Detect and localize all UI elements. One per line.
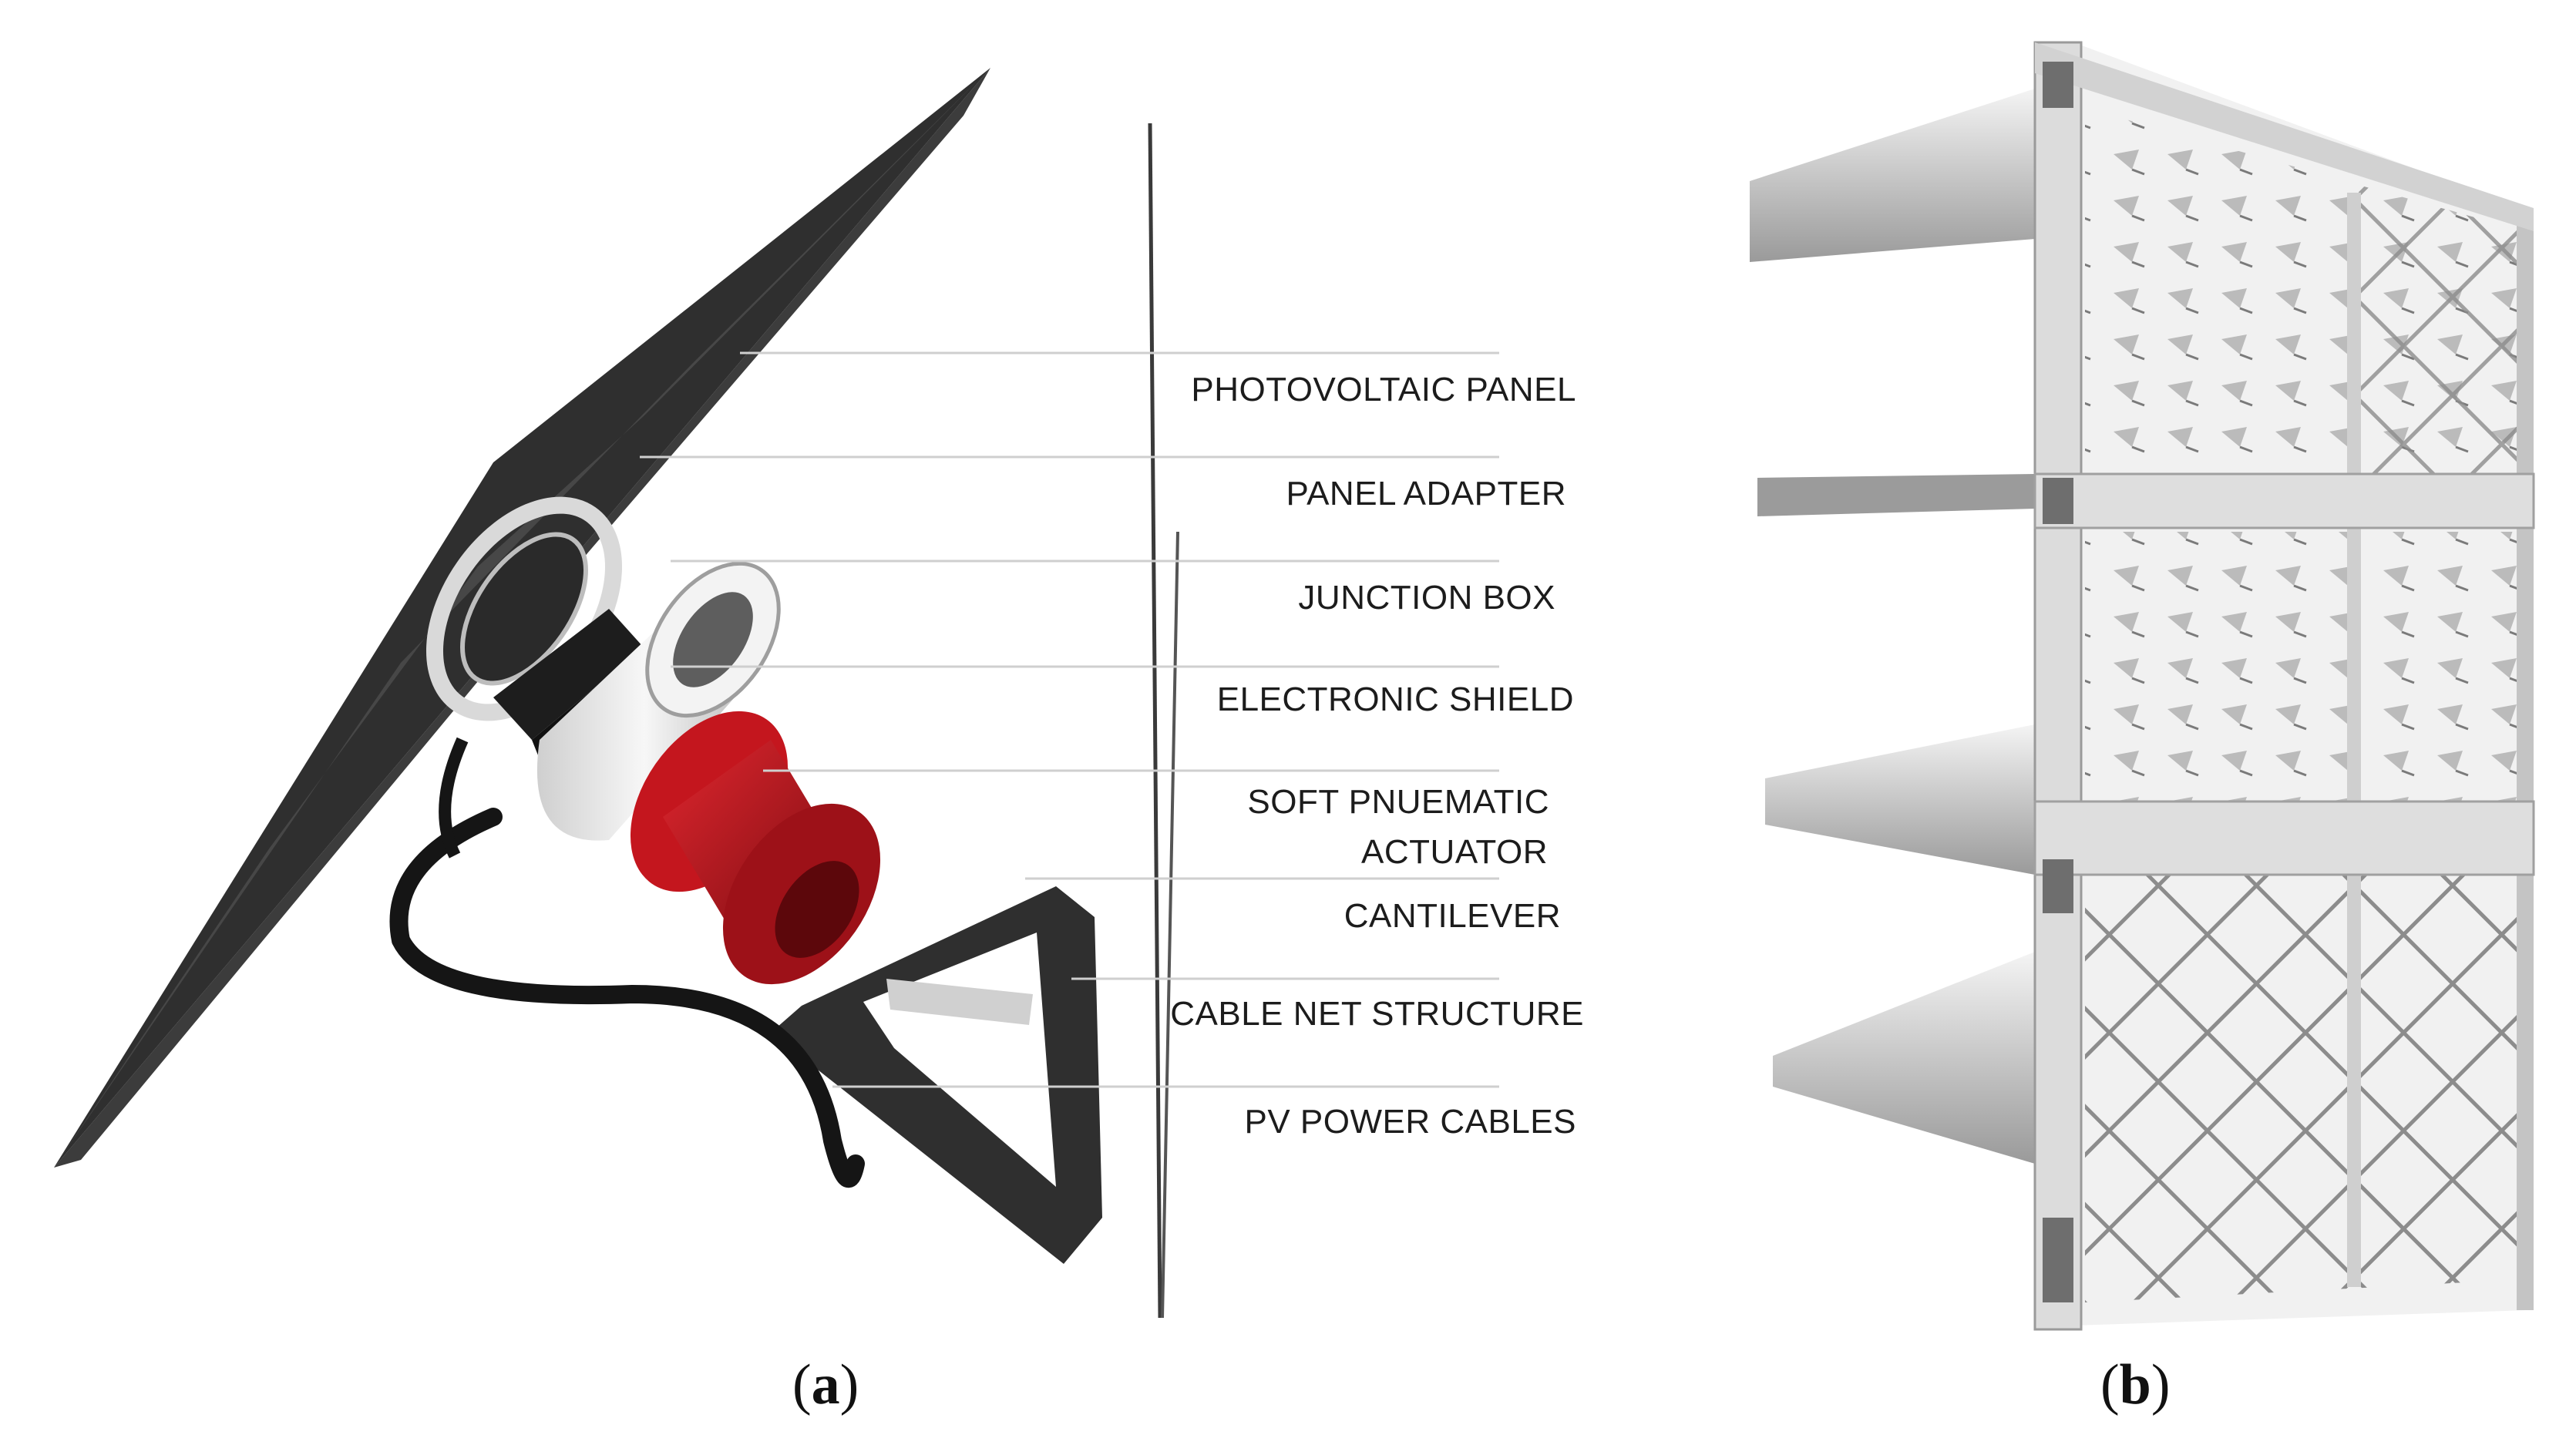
floor-slab-fourth <box>1773 952 2035 1164</box>
part-labels: PHOTOVOLTAIC PANEL PANEL ADAPTER JUNCTIO… <box>1170 371 1584 1141</box>
transom-upper <box>2033 472 2535 529</box>
floor-slab-second <box>1757 474 2035 516</box>
label-junction-box: JUNCTION BOX <box>1298 579 1555 617</box>
caption-b: (b) <box>2100 1353 2171 1416</box>
caption-b-letter: b <box>2119 1353 2151 1416</box>
cable-net-lower <box>2085 801 2524 1302</box>
caption-a: (a) <box>792 1353 859 1416</box>
mullion-middle <box>2347 193 2361 1287</box>
panel-a-illustration <box>54 68 1179 1319</box>
panel-b-illustration <box>1750 41 2535 1331</box>
pv-power-cables-shape <box>389 808 865 1188</box>
label-cable-net-structure: CABLE NET STRUCTURE <box>1170 995 1584 1033</box>
transom-lower <box>2033 800 2535 876</box>
label-photovoltaic-panel: PHOTOVOLTAIC PANEL <box>1191 371 1576 408</box>
cantilever-shape <box>771 886 1102 1264</box>
pv-module-array-middle <box>2085 532 2524 801</box>
mullion-left <box>2033 41 2083 1331</box>
electronic-shield-shape <box>536 561 781 841</box>
leader-lines <box>640 351 1499 1088</box>
label-electronic-shield: ELECTRONIC SHIELD <box>1217 680 1574 718</box>
label-panel-adapter: PANEL ADAPTER <box>1286 475 1566 512</box>
label-cantilever: CANTILEVER <box>1344 897 1561 935</box>
junction-box-shape <box>493 609 644 740</box>
cable-net-upper <box>2359 185 2524 493</box>
caption-a-letter: a <box>811 1353 840 1416</box>
label-pv-power-cables: PV POWER CABLES <box>1244 1103 1576 1141</box>
floor-slab-top <box>1750 89 2035 262</box>
label-actuator: ACTUATOR <box>1361 833 1548 871</box>
transom-top <box>2035 42 2534 231</box>
soft-pneumatic-actuator-shape <box>630 711 881 985</box>
label-soft-pneumatic: SOFT PNUEMATIC <box>1247 783 1549 821</box>
floor-slab-third <box>1765 724 2035 875</box>
mullion-right <box>2517 208 2534 1310</box>
cable-net-structure-shape <box>1148 123 1162 1319</box>
